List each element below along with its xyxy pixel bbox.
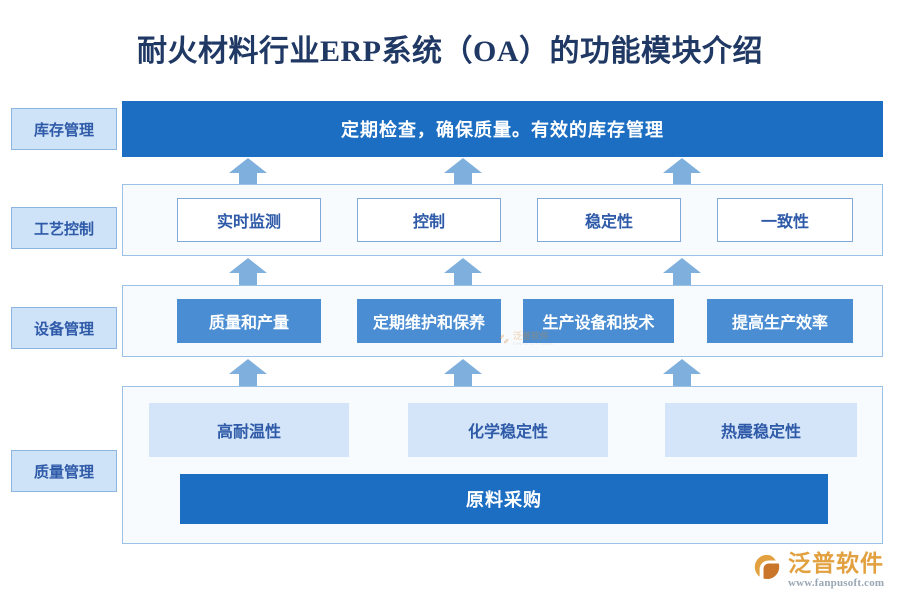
stage-label-text: 质量管理 (33, 464, 94, 481)
stage-label-process[interactable]: 工艺控制 (11, 207, 117, 249)
process-box-control[interactable]: 控制 (357, 198, 501, 242)
equipment-box-label: 定期维护和保养 (372, 315, 485, 332)
arrow-up-icon (663, 158, 701, 186)
process-box-label: 控制 (412, 214, 445, 231)
equipment-box-efficiency[interactable]: 提高生产效率 (707, 299, 853, 343)
equipment-management-row: 质量和产量 定期维护和保养 生产设备和技术 提高生产效率 (122, 285, 883, 357)
raw-material-procurement-bar[interactable]: 原料采购 (180, 474, 828, 524)
equipment-box-label: 质量和产量 (208, 315, 289, 332)
arrow-up-icon (663, 258, 701, 286)
equipment-box-label: 提高生产效率 (731, 315, 828, 332)
equipment-box-maintenance[interactable]: 定期维护和保养 (357, 299, 501, 343)
stage-label-equipment[interactable]: 设备管理 (11, 307, 117, 349)
quality-box-label: 化学稳定性 (467, 424, 548, 441)
inventory-summary-bar[interactable]: 定期检查，确保质量。有效的库存管理 (122, 101, 883, 157)
page-title: 耐火材料行业ERP系统（OA）的功能模块介绍 (137, 35, 763, 68)
process-box-consistency[interactable]: 一致性 (717, 198, 853, 242)
fanpu-logo-icon (754, 554, 780, 579)
process-box-label: 稳定性 (584, 214, 633, 231)
quality-box-chemical-stability[interactable]: 化学稳定性 (408, 403, 608, 457)
arrow-up-icon (229, 158, 267, 186)
arrow-up-icon (444, 359, 482, 387)
stage-label-text: 库存管理 (33, 122, 94, 139)
equipment-box-label: 生产设备和技术 (542, 315, 655, 332)
quality-management-row: 高耐温性 化学稳定性 热震稳定性 原料采购 (122, 386, 883, 544)
arrow-up-icon (229, 359, 267, 387)
stage-label-text: 设备管理 (33, 321, 94, 338)
equipment-box-production-tech[interactable]: 生产设备和技术 (523, 299, 674, 343)
stage-label-text: 工艺控制 (33, 221, 94, 238)
quality-box-high-temperature-resistance[interactable]: 高耐温性 (149, 403, 349, 457)
process-box-realtime-monitoring[interactable]: 实时监测 (177, 198, 321, 242)
equipment-box-quality-output[interactable]: 质量和产量 (177, 299, 321, 343)
arrow-up-icon (444, 258, 482, 286)
stage-label-inventory[interactable]: 库存管理 (11, 108, 117, 150)
process-control-row: 实时监测 控制 稳定性 一致性 (122, 184, 883, 256)
arrow-up-icon (663, 359, 701, 387)
quality-box-thermal-shock-stability[interactable]: 热震稳定性 (665, 403, 857, 457)
brand-logo: 泛普软件 www.fanpusoft.com (752, 552, 884, 589)
quality-box-label: 高耐温性 (216, 424, 281, 441)
quality-box-label: 热震稳定性 (720, 424, 801, 441)
arrow-up-icon (229, 258, 267, 286)
stage-label-quality[interactable]: 质量管理 (11, 450, 117, 492)
raw-material-procurement-text: 原料采购 (466, 490, 542, 510)
process-box-label: 一致性 (760, 214, 809, 231)
brand-name: 泛普软件 (788, 551, 884, 576)
inventory-summary-text: 定期检查，确保质量。有效的库存管理 (341, 120, 664, 140)
brand-url: www.fanpusoft.com (788, 577, 885, 589)
arrow-up-icon (444, 158, 482, 186)
process-box-stability[interactable]: 稳定性 (537, 198, 681, 242)
process-box-label: 实时监测 (216, 214, 281, 231)
